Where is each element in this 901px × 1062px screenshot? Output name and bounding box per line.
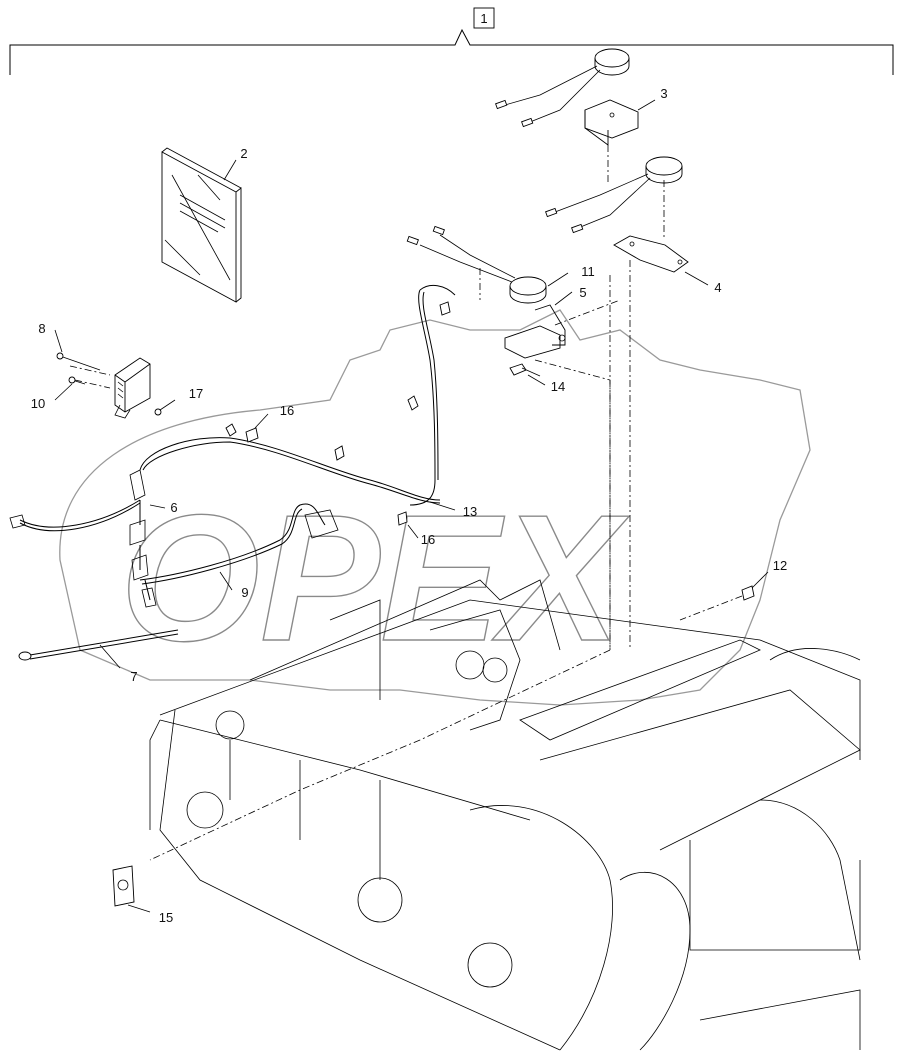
callout-labels: 2 3 4 5 6 7 8 9 10 11 12 13 14 15 16 16 …	[31, 86, 787, 925]
callout-17: 17	[189, 386, 203, 401]
part-wiring-harness	[9, 284, 456, 608]
callout-13: 13	[463, 504, 477, 519]
callout-16-lower: 16	[421, 532, 435, 547]
part-cable	[18, 629, 179, 669]
assembly-label: 1	[480, 11, 487, 26]
callout-4: 4	[714, 280, 721, 295]
part-receiver-bracket	[406, 225, 566, 377]
callout-6: 6	[170, 500, 177, 515]
callout-15: 15	[159, 910, 173, 925]
alignment-lines	[69, 145, 743, 861]
callout-16-upper: 16	[280, 403, 294, 418]
callout-7: 7	[130, 669, 137, 684]
callout-10: 10	[31, 396, 45, 411]
part-decal	[112, 865, 151, 913]
machine-frame	[149, 579, 861, 1051]
callout-12: 12	[773, 558, 787, 573]
callout-5: 5	[579, 285, 586, 300]
callout-11: 11	[581, 264, 595, 279]
part-controller	[56, 352, 162, 419]
callout-2: 2	[240, 146, 247, 161]
part-fastener	[741, 571, 769, 601]
assembly-bracket: 1	[9, 7, 894, 75]
callout-3: 3	[660, 86, 667, 101]
part-antenna-lower	[545, 156, 689, 273]
callout-8: 8	[38, 321, 45, 336]
watermark-text: OPEX	[120, 478, 630, 679]
assembly-label-box	[473, 7, 495, 29]
part-manual	[161, 147, 242, 303]
callout-9: 9	[241, 585, 248, 600]
part-antenna-upper	[495, 48, 639, 146]
watermark-logo: OPEX	[59, 309, 811, 706]
callout-14: 14	[551, 379, 565, 394]
